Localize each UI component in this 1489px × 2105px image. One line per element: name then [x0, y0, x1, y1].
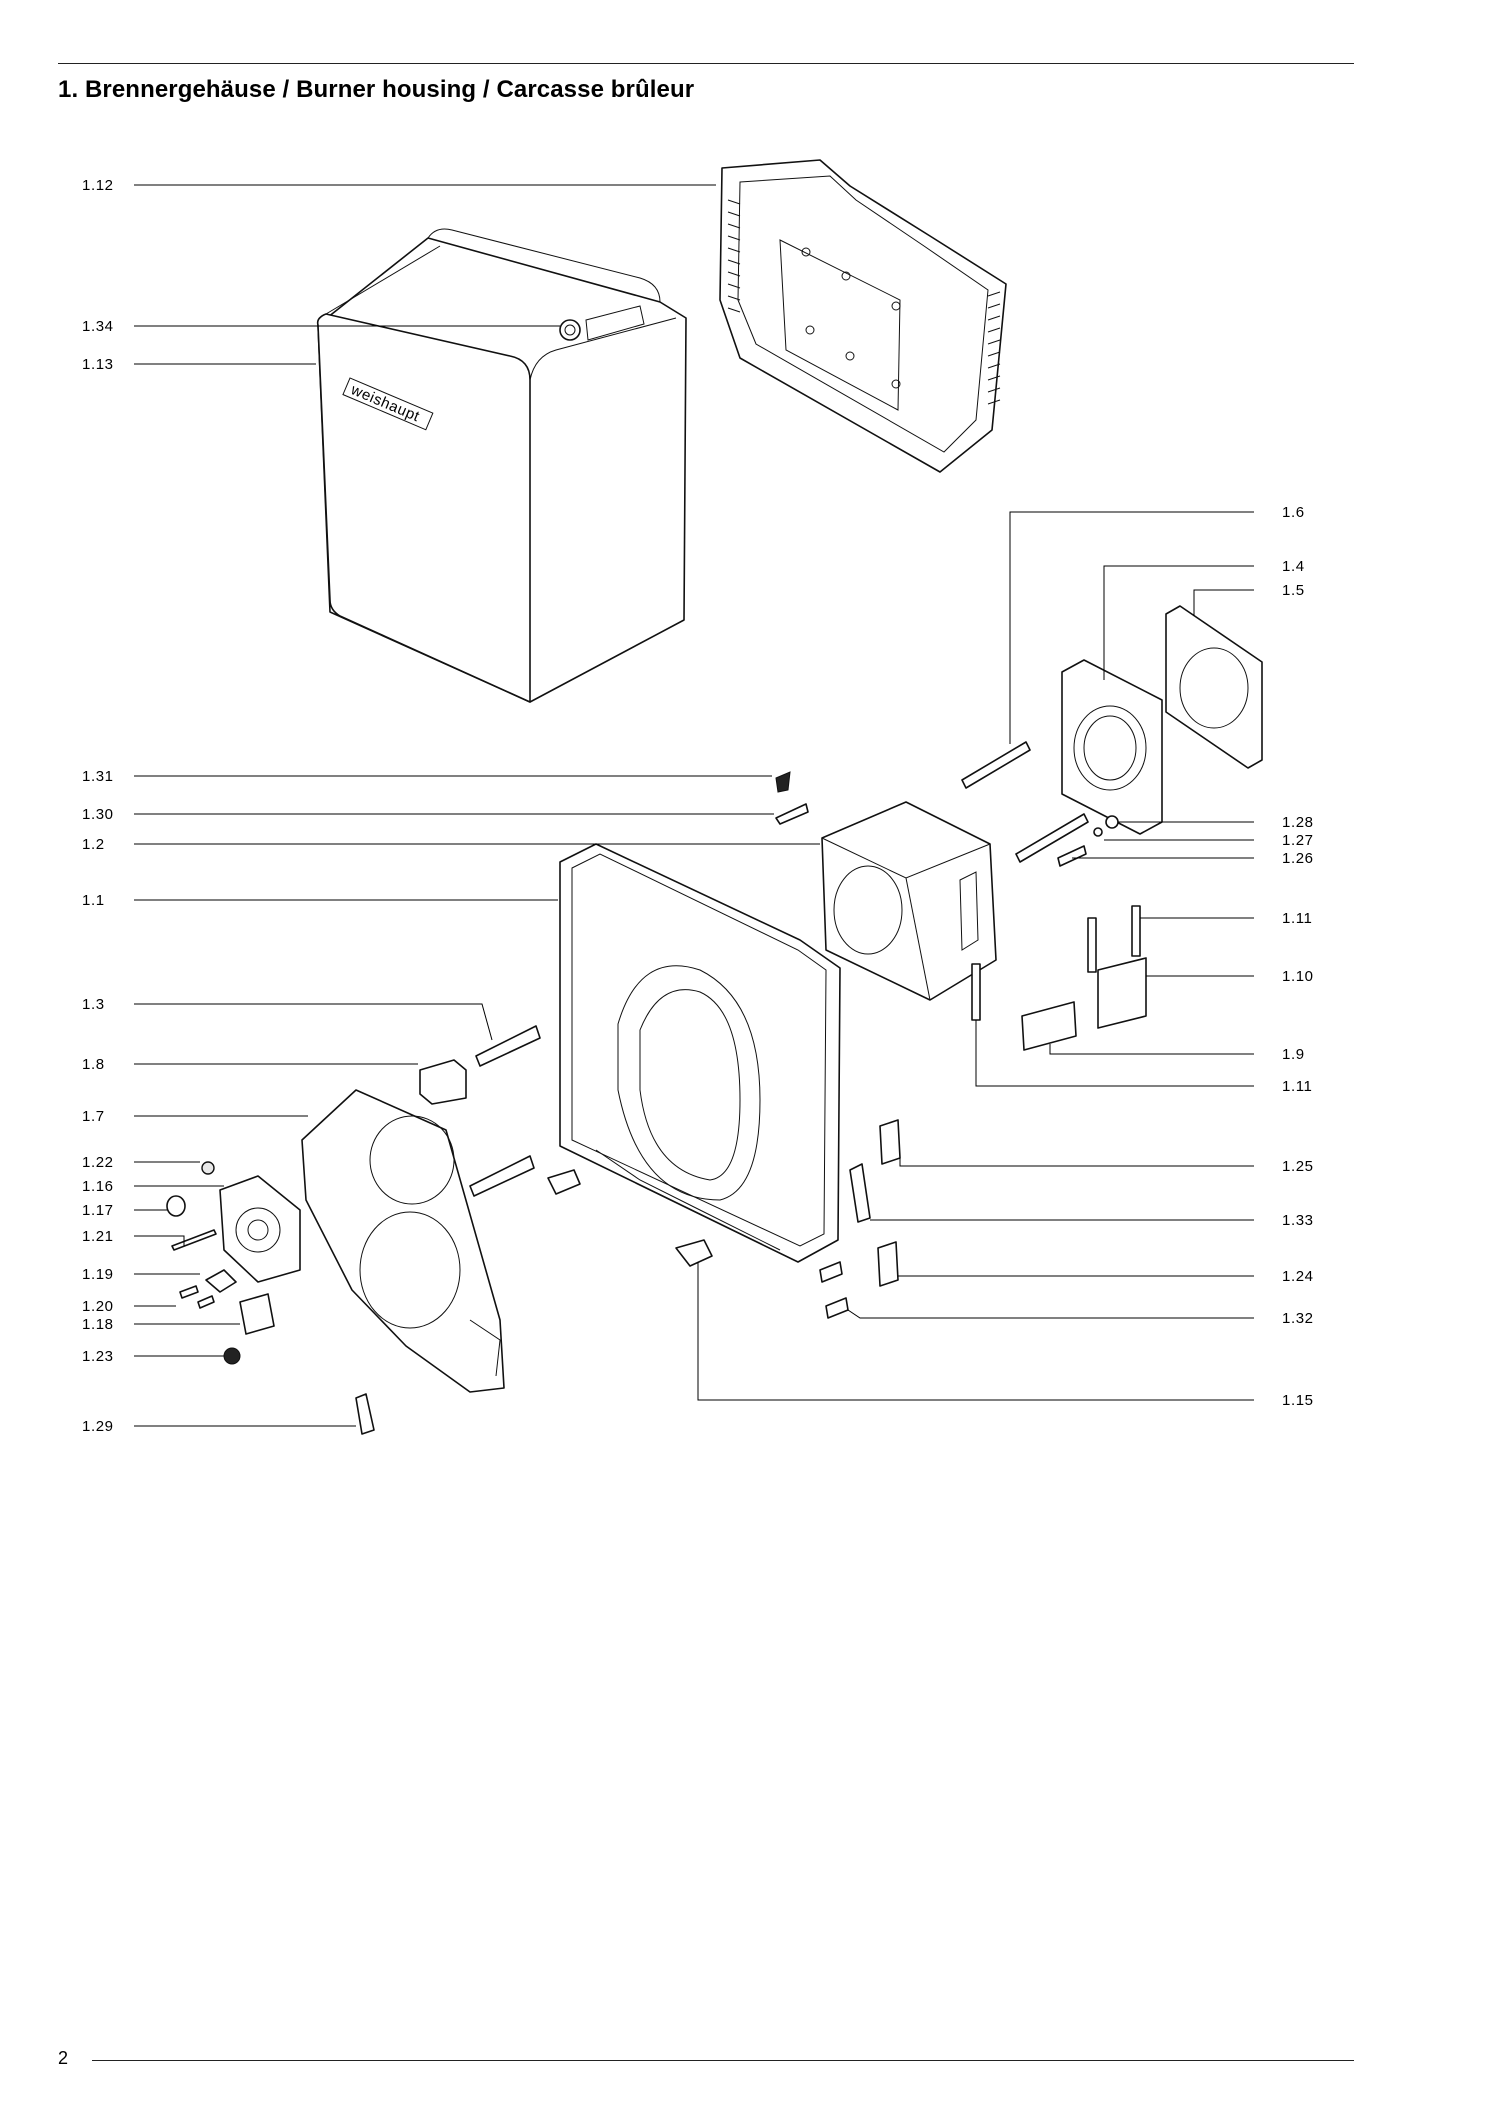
part-label-left-14: 1.19: [82, 1266, 114, 1283]
leader-line-right-2: [1193, 589, 1254, 616]
part-label-left-6: 1.1: [82, 892, 105, 909]
fan-housing: [559, 843, 841, 1263]
part-label-right-1: 1.4: [1282, 558, 1305, 575]
part-label-left-11: 1.16: [82, 1178, 114, 1195]
flange-frame: [1061, 659, 1163, 835]
part-label-left-2: 1.13: [82, 356, 114, 373]
leader-line-right-0: [1009, 511, 1254, 744]
leader-line-right-8: [1049, 1044, 1254, 1055]
part-label-right-14: 1.15: [1282, 1392, 1314, 1409]
part-label-right-3: 1.28: [1282, 814, 1314, 831]
hardware-parts: [166, 741, 1147, 1435]
part-label-left-9: 1.7: [82, 1108, 105, 1125]
leader-line-right-1: [1103, 565, 1254, 680]
gasket: [1165, 605, 1263, 769]
part-label-left-8: 1.8: [82, 1056, 105, 1073]
part-label-right-0: 1.6: [1282, 504, 1305, 521]
footer-rule: [92, 2060, 1354, 2061]
leader-line-right-13: [847, 1309, 1254, 1319]
part-label-left-17: 1.23: [82, 1348, 114, 1365]
leader-lines: [134, 184, 1254, 1427]
part-label-left-4: 1.30: [82, 806, 114, 823]
part-label-left-15: 1.20: [82, 1298, 114, 1315]
part-label-left-7: 1.3: [82, 996, 105, 1013]
leader-line-left-13: [134, 1235, 185, 1246]
leader-line-right-10: [899, 1158, 1254, 1167]
part-label-left-12: 1.17: [82, 1202, 114, 1219]
header-rule: [58, 63, 1354, 64]
part-label-right-12: 1.24: [1282, 1268, 1314, 1285]
part-label-right-9: 1.11: [1282, 1078, 1312, 1095]
part-label-left-10: 1.22: [82, 1154, 114, 1171]
part-label-left-5: 1.2: [82, 836, 105, 853]
page-title: 1. Brennergehäuse / Burner housing / Car…: [58, 76, 695, 103]
part-label-right-5: 1.26: [1282, 850, 1314, 867]
part-label-left-18: 1.29: [82, 1418, 114, 1435]
part-label-left-0: 1.12: [82, 177, 114, 194]
part-label-left-16: 1.18: [82, 1316, 114, 1333]
part-label-right-2: 1.5: [1282, 582, 1305, 599]
part-label-right-4: 1.27: [1282, 832, 1314, 849]
leader-line-right-9: [975, 1020, 1254, 1087]
air-box: [821, 801, 997, 1001]
burner-cover: weishaupt: [316, 228, 687, 703]
leader-line-right-14: [697, 1262, 1254, 1401]
part-labels: 1.12 1.34 1.13 1.31 1.30 1.2 1.1 1.3 1.8 1.7 1.22 1…: [82, 177, 1314, 1435]
leader-line-left-7: [134, 1003, 493, 1041]
part-label-right-13: 1.32: [1282, 1310, 1314, 1327]
part-label-right-8: 1.9: [1282, 1046, 1305, 1063]
part-label-right-11: 1.33: [1282, 1212, 1314, 1229]
part-label-right-10: 1.25: [1282, 1158, 1314, 1175]
part-label-left-3: 1.31: [82, 768, 114, 785]
part-label-left-1: 1.34: [82, 318, 114, 335]
burner-flange: [219, 1175, 301, 1283]
part-label-left-13: 1.21: [82, 1228, 114, 1245]
front-plate: [301, 1089, 505, 1393]
page-number: 2: [58, 2048, 69, 2068]
rear-housing-shell: [719, 159, 1007, 473]
part-label-right-7: 1.10: [1282, 968, 1314, 985]
part-label-right-6: 1.11: [1282, 910, 1312, 927]
